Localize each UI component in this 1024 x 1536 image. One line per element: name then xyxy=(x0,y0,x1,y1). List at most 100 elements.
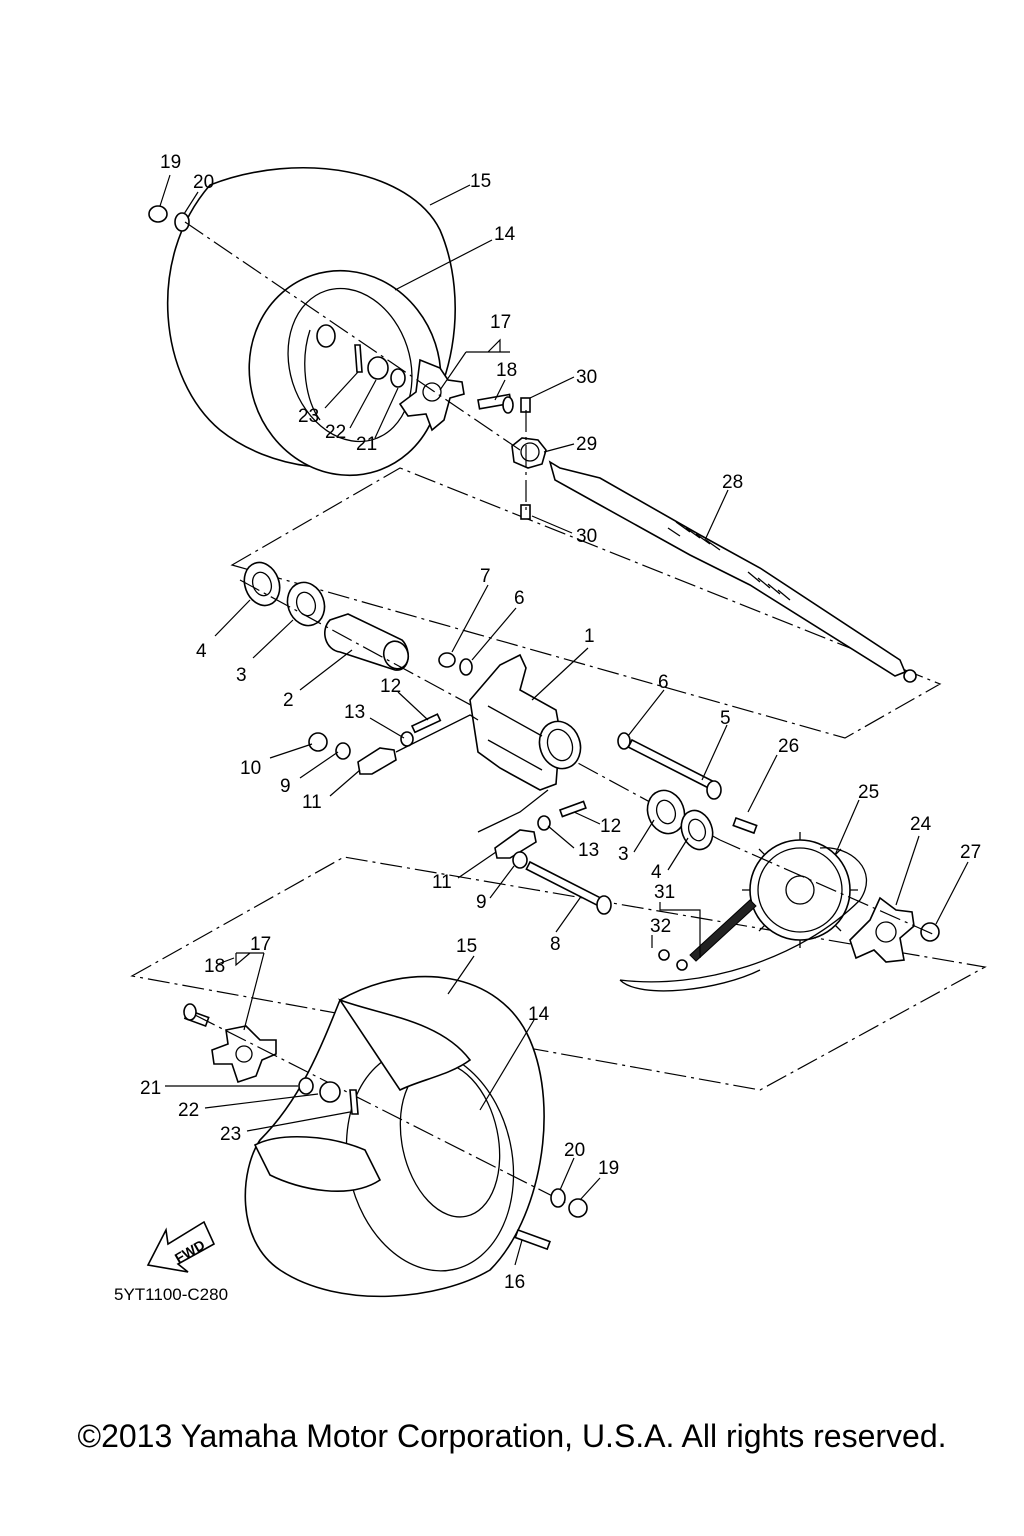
leader-lines xyxy=(159,174,969,1266)
callout-7: 7 xyxy=(480,566,491,587)
lower-hub xyxy=(211,1025,277,1084)
callout-15: 15 xyxy=(456,936,477,957)
callout-30: 30 xyxy=(576,526,597,547)
oil-seal-4-right xyxy=(680,809,714,851)
callout-21: 21 xyxy=(356,434,377,455)
callout-20: 20 xyxy=(564,1140,585,1161)
copyright-notice: ©2013 Yamaha Motor Corporation, U.S.A. A… xyxy=(77,1418,947,1454)
callout-13: 13 xyxy=(578,840,599,861)
rear-axle xyxy=(548,460,917,683)
callout-5: 5 xyxy=(720,708,731,729)
nut-10 xyxy=(308,732,328,752)
callout-29: 29 xyxy=(576,434,597,455)
callout-28: 28 xyxy=(722,472,743,493)
callout-17: 17 xyxy=(490,312,511,333)
lower-tire xyxy=(244,975,545,1298)
washer-20-lower xyxy=(550,1188,566,1208)
callout-12: 12 xyxy=(380,676,401,697)
callout-23: 23 xyxy=(220,1124,241,1145)
callout-15: 15 xyxy=(470,171,491,192)
callout-11: 11 xyxy=(432,872,452,893)
callout-32: 32 xyxy=(650,916,671,937)
upper-axis-line xyxy=(184,221,521,451)
callout-30: 30 xyxy=(576,367,597,388)
chain-31 xyxy=(658,899,757,971)
washer-6-upper xyxy=(459,658,473,676)
drawing-code: 5YT1100-C280 xyxy=(114,1285,228,1304)
callout-3: 3 xyxy=(236,665,247,686)
castle-nut-22-upper xyxy=(367,356,389,380)
oil-seal-4-left xyxy=(243,561,281,607)
bolt-5 xyxy=(627,738,722,800)
washer-21-upper xyxy=(390,368,406,388)
callout-17: 17 xyxy=(250,934,271,955)
callout-19: 19 xyxy=(598,1158,619,1179)
callout-31: 31 xyxy=(654,882,675,903)
bolt-12-upper xyxy=(410,713,442,734)
callout-9: 9 xyxy=(476,892,487,913)
washer-21-lower xyxy=(298,1077,314,1095)
washer-9-lower xyxy=(512,851,528,869)
callout-6: 6 xyxy=(514,588,525,609)
valve-16 xyxy=(514,1228,551,1251)
sprocket-group-outline xyxy=(130,856,987,1091)
bearing-3-right xyxy=(646,789,686,835)
callout-25: 25 xyxy=(858,782,879,803)
bearing-3-left xyxy=(286,581,326,627)
spacer-2 xyxy=(324,613,410,671)
callout-19: 19 xyxy=(160,152,181,173)
washer-20-upper xyxy=(174,212,190,232)
callout-18: 18 xyxy=(204,956,225,977)
callout-9: 9 xyxy=(280,776,291,797)
callout-20: 20 xyxy=(193,172,214,193)
callout-16: 16 xyxy=(504,1272,525,1293)
axle-housing xyxy=(469,653,582,791)
callout-12: 12 xyxy=(600,816,621,837)
callout-2: 2 xyxy=(283,690,294,711)
axle-nut-29 xyxy=(511,437,547,469)
callout-22: 22 xyxy=(178,1100,199,1121)
upper-tire xyxy=(166,167,456,477)
callout-6: 6 xyxy=(658,672,669,693)
castle-nut-22-lower xyxy=(319,1081,341,1103)
callout-14: 14 xyxy=(494,224,516,245)
callout-8: 8 xyxy=(550,934,561,955)
bolt-26 xyxy=(732,816,758,835)
grease-nipple-30-upper xyxy=(520,397,531,413)
callout-1: 1 xyxy=(584,626,595,647)
cotter-pin-23-upper xyxy=(354,344,363,373)
adjuster-11-lower xyxy=(494,829,537,859)
nut-19-lower xyxy=(568,1198,588,1218)
callout-4: 4 xyxy=(196,641,207,662)
callout-27: 27 xyxy=(960,842,981,863)
callout-10: 10 xyxy=(240,758,261,779)
callout-14: 14 xyxy=(528,1004,550,1025)
bolt-12-lower xyxy=(558,800,587,818)
upper-stud xyxy=(477,393,514,414)
callout-4: 4 xyxy=(651,862,662,883)
callout-26: 26 xyxy=(778,736,799,757)
callout-23: 23 xyxy=(298,406,319,427)
upper-hub xyxy=(398,358,465,432)
bolt-8 xyxy=(525,860,612,915)
adjuster-bracket-line-lower xyxy=(477,789,549,833)
fwd-arrow: FWD xyxy=(146,1220,216,1273)
callout-13: 13 xyxy=(344,702,365,723)
grease-nipple-30-lower xyxy=(520,504,531,520)
lower-axis-line xyxy=(194,1014,581,1211)
nut-19-upper xyxy=(148,205,168,223)
chain-guard-outline xyxy=(619,847,867,992)
axle-group-outline xyxy=(230,467,942,739)
callout-21: 21 xyxy=(140,1078,161,1099)
cotter-pin-23-lower xyxy=(349,1089,359,1115)
sprocket-25 xyxy=(742,832,858,948)
callout-11: 11 xyxy=(302,792,322,813)
nut-7 xyxy=(438,652,456,668)
callout-18: 18 xyxy=(496,360,517,381)
washer-6-right xyxy=(617,732,631,750)
callout-22: 22 xyxy=(325,422,346,443)
callout-3: 3 xyxy=(618,844,629,865)
lower-stud xyxy=(183,1003,210,1028)
nut-13-lower xyxy=(537,815,551,831)
